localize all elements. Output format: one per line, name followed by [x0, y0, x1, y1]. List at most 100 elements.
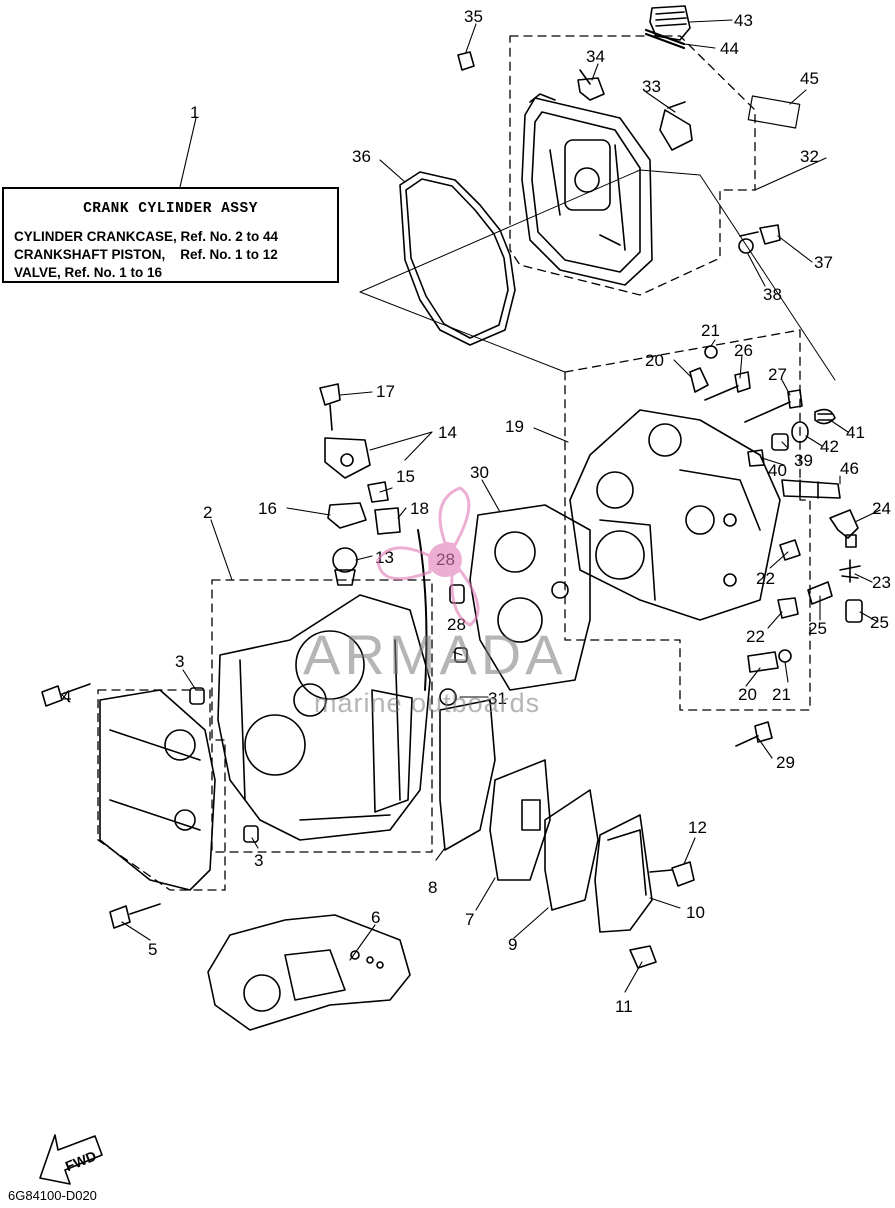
callout-23: 23	[872, 573, 891, 592]
part-40-bolt	[747, 449, 765, 467]
part-39-plug	[771, 433, 789, 451]
callout-22-b: 22	[746, 627, 765, 646]
part-17-bolt	[319, 383, 341, 431]
fwd-arrow-icon	[39, 1134, 103, 1185]
group-outlines	[97, 35, 811, 891]
part-45-label	[747, 95, 801, 129]
callout-12: 12	[688, 818, 707, 837]
callout-43: 43	[734, 11, 753, 30]
callout-19: 19	[505, 417, 524, 436]
part-33-bolt	[659, 101, 693, 151]
part-21-clip	[704, 345, 718, 359]
part-9-gasket	[544, 789, 599, 911]
assembly-title: CRANK CYLINDER ASSY	[83, 201, 258, 217]
callout-15: 15	[396, 467, 415, 486]
part-6-gasket	[207, 914, 411, 1031]
part-44-oring	[644, 28, 686, 50]
part-11-bolt	[629, 945, 657, 969]
part-5-bolt	[109, 903, 161, 929]
callout-1: 1	[190, 103, 199, 122]
part-38-washer	[738, 238, 754, 254]
part-16-gasket	[327, 502, 367, 529]
callout-4: 4	[62, 687, 71, 706]
callout-22: 22	[756, 569, 775, 588]
callout-33: 33	[642, 77, 661, 96]
part-43-cap	[649, 5, 691, 41]
callout-3-b: 3	[254, 851, 263, 870]
part-32-head-cover	[521, 93, 653, 286]
part-23-joint	[839, 559, 861, 583]
part-28-dowel	[449, 584, 465, 604]
leader-lines	[61, 19, 881, 993]
callout-14: 14	[438, 423, 457, 442]
assembly-info-box: CRANK CYLINDER ASSY CYLINDER CRANKCASE, …	[2, 187, 339, 283]
callout-27: 27	[768, 365, 787, 384]
part-22-fitting-2	[777, 597, 799, 619]
callout-26: 26	[734, 341, 753, 360]
water-hose	[417, 529, 428, 691]
callout-20: 20	[645, 351, 664, 370]
part-30-gasket	[469, 504, 591, 691]
callout-35: 35	[464, 7, 483, 26]
callout-40: 40	[768, 461, 787, 480]
part-21-clip-2	[778, 649, 792, 663]
callout-25-b: 25	[870, 613, 889, 632]
part-24-elbow	[829, 509, 859, 548]
callout-46: 46	[840, 459, 859, 478]
callout-2: 2	[203, 503, 212, 522]
callout-34: 34	[586, 47, 605, 66]
part-12-bolt	[649, 861, 695, 887]
callout-29: 29	[776, 753, 795, 772]
part-3-dowel	[189, 687, 205, 705]
callout-25: 25	[808, 619, 827, 638]
part-42-oring	[791, 421, 809, 443]
part-2-cylinder-block	[217, 594, 431, 841]
part-25-hose	[807, 581, 833, 605]
part-10-outer-cover	[594, 814, 653, 933]
callout-10: 10	[686, 903, 705, 922]
callout-16: 16	[258, 499, 277, 518]
fwd-label: FWD	[63, 1148, 99, 1175]
part-15-fitting	[367, 481, 389, 503]
part-20-stud	[689, 367, 709, 393]
part-34-bolt	[577, 69, 605, 101]
callout-30: 30	[470, 463, 489, 482]
watermark-logo	[376, 486, 480, 627]
callout-5: 5	[148, 940, 157, 959]
callout-18: 18	[410, 499, 429, 518]
callout-20-b: 20	[738, 685, 757, 704]
callout-42: 42	[820, 437, 839, 456]
part-25-hose-2	[845, 599, 863, 623]
callout-21: 21	[701, 321, 720, 340]
part-35-bolt	[457, 51, 475, 71]
part-7-cover	[489, 759, 551, 881]
callout-31: 31	[488, 689, 507, 708]
part-22-fitting	[779, 539, 801, 561]
callout-7: 7	[465, 910, 474, 929]
part-37-bolt	[739, 224, 781, 245]
part-19-cylinder-head	[569, 409, 781, 621]
callout-11: 11	[615, 997, 633, 1016]
part-27-bolt	[744, 389, 803, 423]
info-line-cylinder-crankcase: CYLINDER CRANKCASE, Ref. No. 2 to 44	[14, 229, 279, 244]
callout-8: 8	[428, 878, 437, 897]
callout-37: 37	[814, 253, 833, 272]
callout-32: 32	[800, 147, 819, 166]
callout-38: 38	[763, 285, 782, 304]
part-8-gasket	[439, 699, 496, 851]
callout-21-b: 21	[772, 685, 791, 704]
part-crankcase-cover	[99, 689, 216, 891]
callout-39: 39	[794, 451, 813, 470]
part-4-bolt	[41, 683, 91, 707]
part-26-bolt	[704, 371, 751, 401]
callout-44: 44	[720, 39, 739, 58]
callout-41: 41	[846, 423, 865, 442]
part-18-hose	[374, 507, 401, 535]
callout-3: 3	[175, 652, 184, 671]
callout-45: 45	[800, 69, 819, 88]
callout-labels: 1 2 3 3 4 5 6 7 8 9 10 11 12 13 14 15 16…	[62, 7, 891, 1016]
part-36-gasket	[399, 171, 516, 346]
callout-36: 36	[352, 147, 371, 166]
callout-9: 9	[508, 935, 517, 954]
